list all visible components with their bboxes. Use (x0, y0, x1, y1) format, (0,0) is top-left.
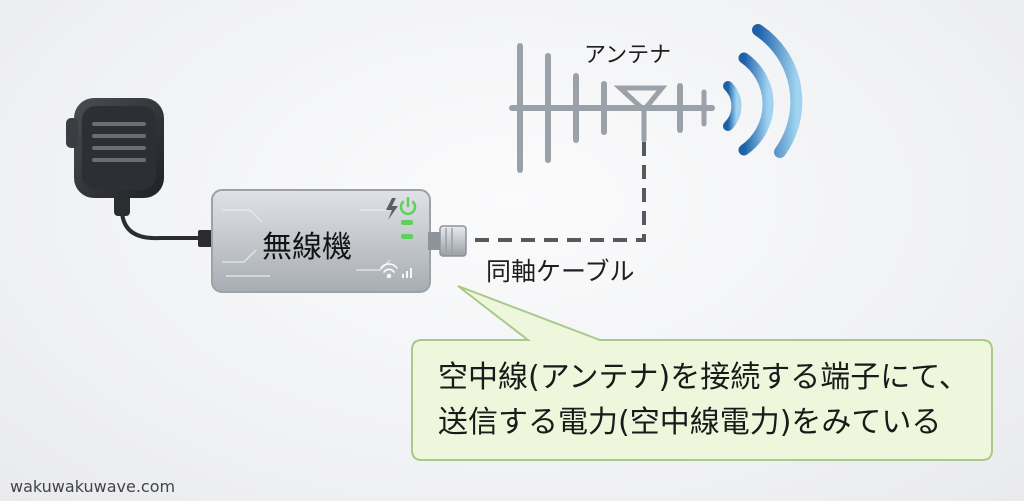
mic-cable (120, 211, 204, 241)
radio-device (211, 189, 431, 293)
coax-cable (470, 142, 646, 242)
status-led (401, 234, 413, 239)
cable-label: 同軸ケーブル (486, 257, 635, 286)
wifi-icon (380, 263, 398, 279)
device-label: 無線機 (262, 230, 352, 265)
antenna (509, 43, 715, 173)
antenna-label: アンテナ (584, 43, 672, 68)
antenna-connector (428, 225, 467, 257)
callout-bubble (411, 285, 993, 461)
callout-line-2: 送信する電力(空中線電力)をみている (438, 405, 942, 440)
status-led (401, 220, 413, 225)
watermark: wakuwakuwave.com (10, 477, 176, 496)
signal-icon (402, 268, 412, 278)
lightning-icon (386, 198, 398, 220)
callout-text: 空中線(アンテナ)を接続する端子にて、 送信する電力(空中線電力)をみている (438, 355, 969, 445)
radio-wave-icon (723, 24, 803, 158)
power-icon (399, 196, 417, 216)
microphone-icon (66, 98, 164, 216)
callout-line-1: 空中線(アンテナ)を接続する端子にて、 (438, 360, 969, 395)
